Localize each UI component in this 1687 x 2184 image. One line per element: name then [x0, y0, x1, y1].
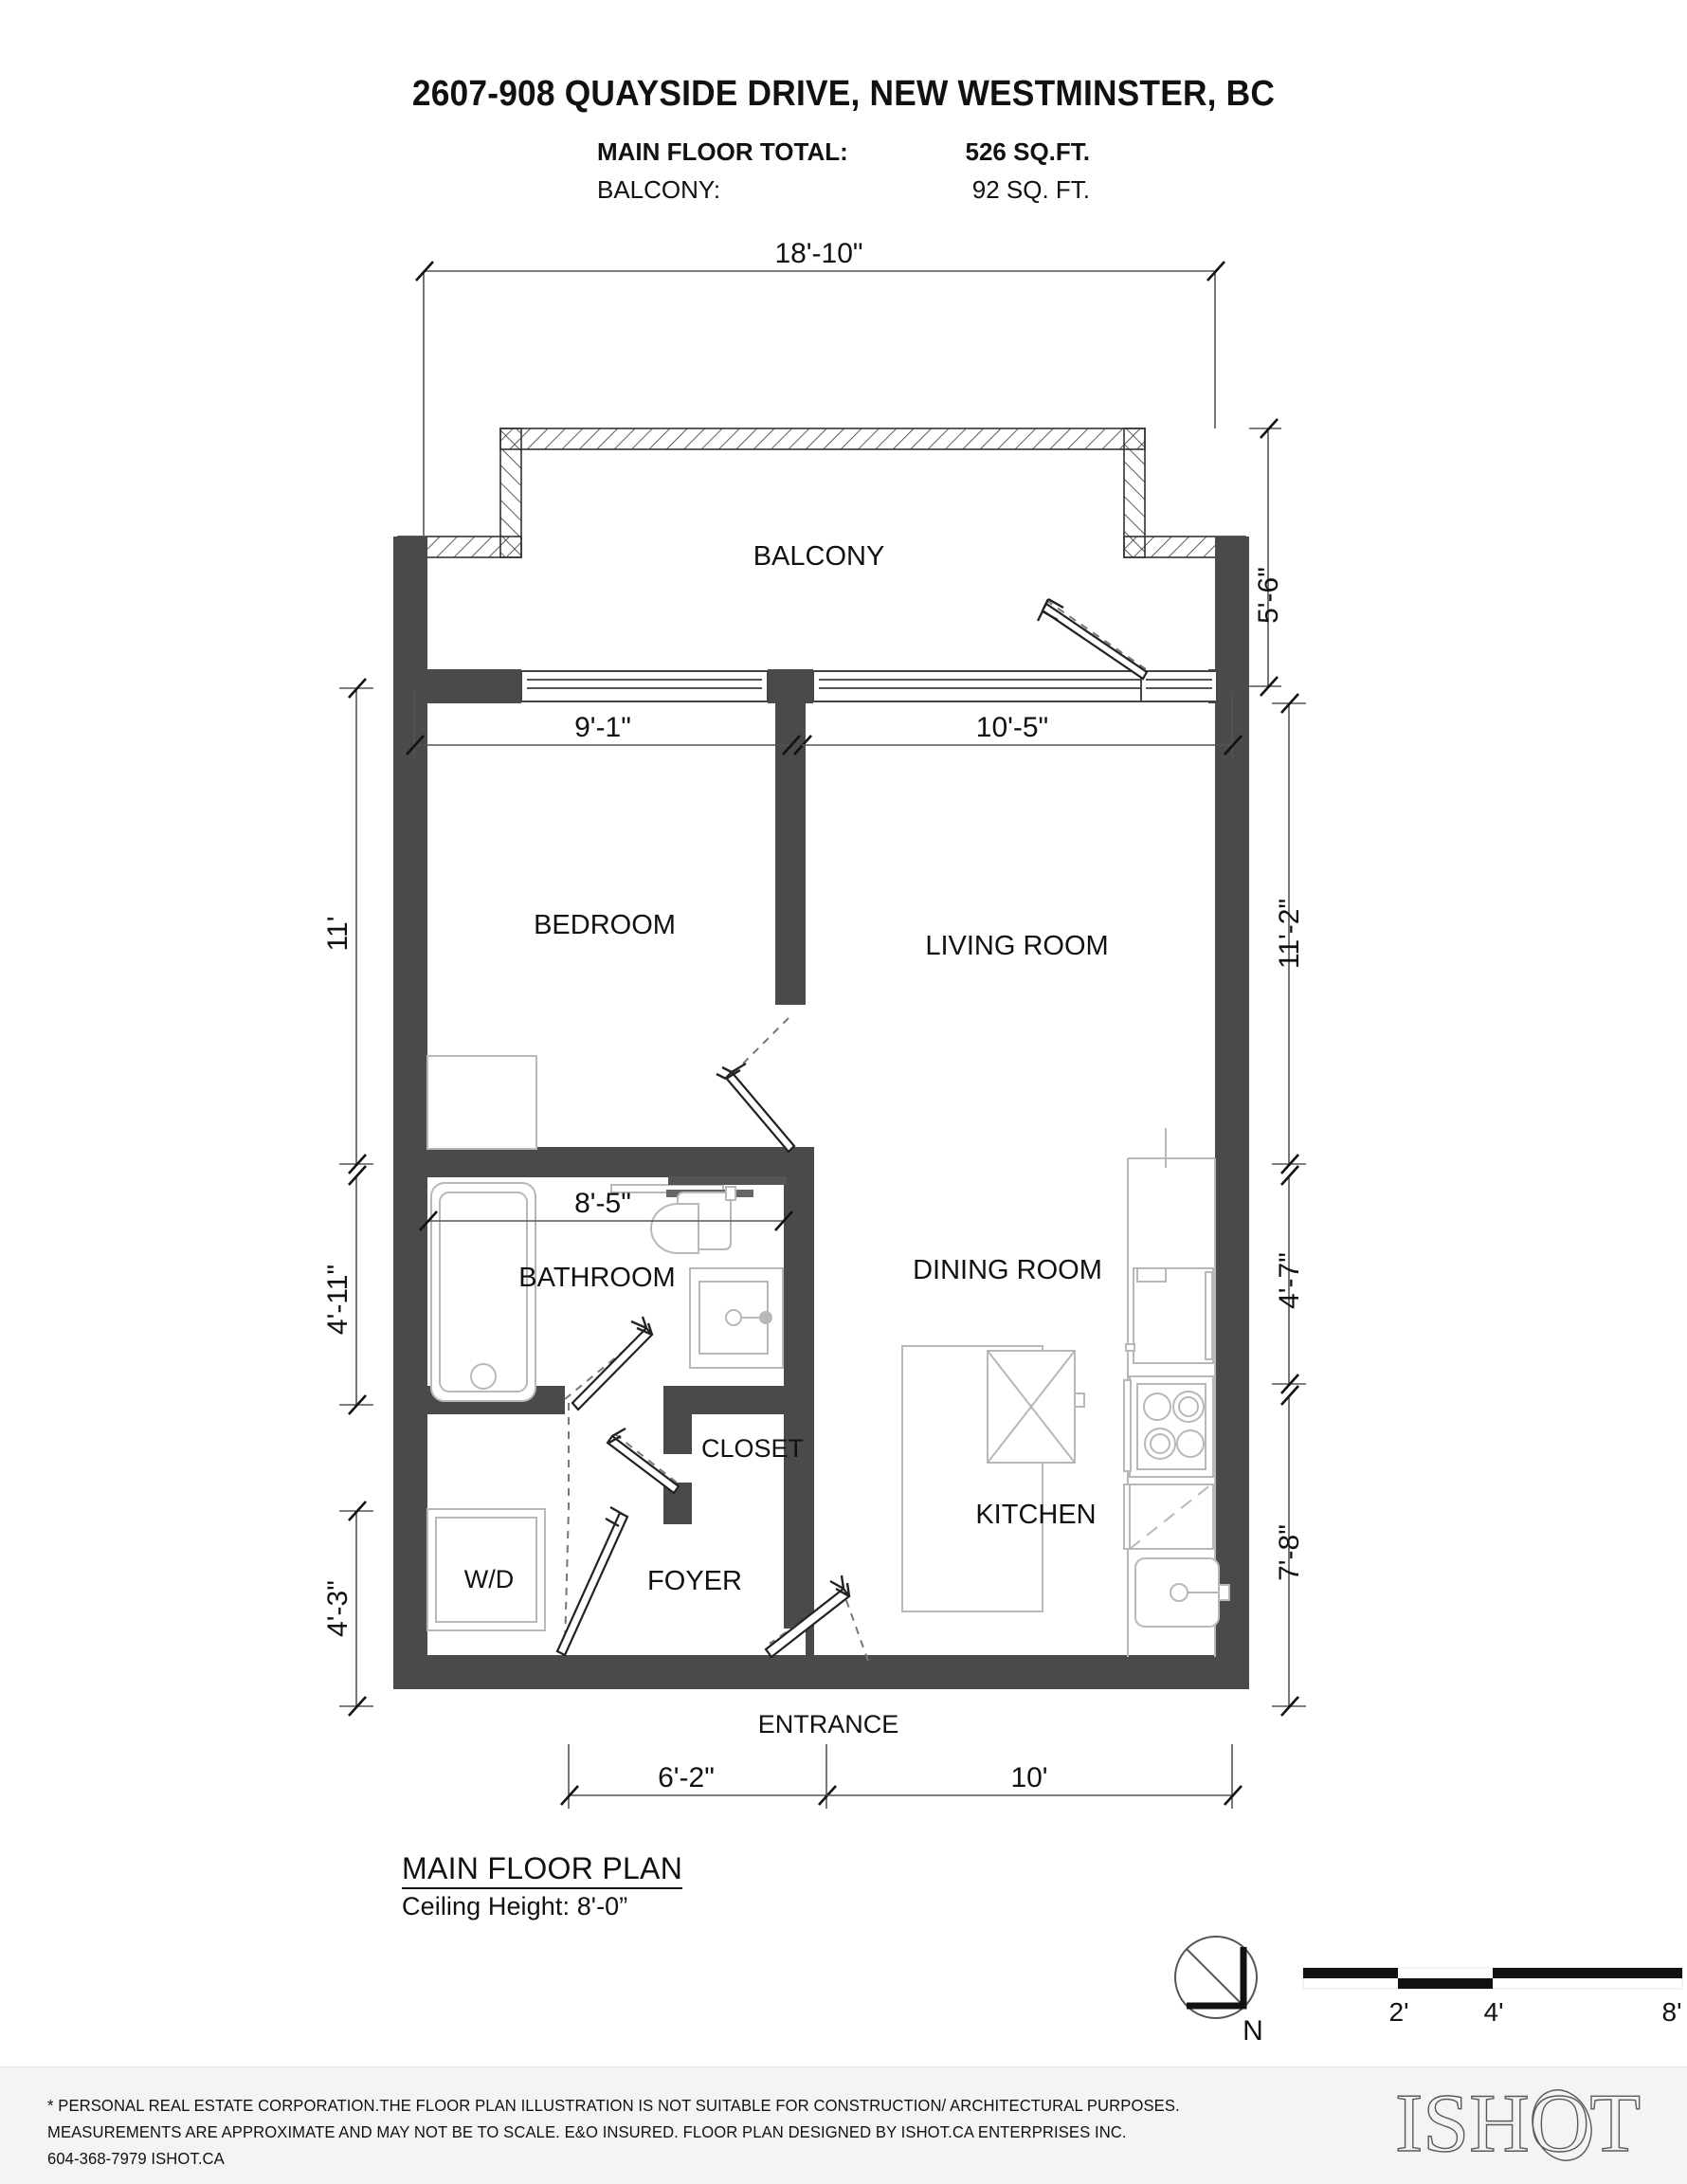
room-label-entrance: ENTRANCE — [758, 1710, 899, 1738]
bathroom-sink — [689, 1267, 784, 1369]
kitchen-island — [901, 1345, 1085, 1612]
footer-line-1: * PERSONAL REAL ESTATE CORPORATION.THE F… — [47, 2096, 1180, 2115]
footer-bar: * PERSONAL REAL ESTATE CORPORATION.THE F… — [0, 2066, 1687, 2184]
fixtures — [426, 1055, 1230, 1657]
windows — [520, 670, 1218, 702]
scale-tick-8ft: 8' — [1662, 1997, 1682, 2027]
dim-left-bedroom: 11' — [322, 917, 354, 952]
scale-bar: 2' 4' 8' — [1302, 1967, 1683, 2027]
balcony-railing — [397, 428, 1246, 558]
dim-right-dining: 4'-7" — [1274, 1252, 1305, 1309]
washer-dryer — [426, 1508, 546, 1631]
room-label-bathroom: BATHROOM — [518, 1263, 675, 1293]
foyer-door — [555, 1403, 629, 1657]
dim-right-living: 11'-2" — [1274, 899, 1305, 969]
kitchen-counter — [1123, 1128, 1230, 1657]
area-value-main-floor: 526 SQ.FT. — [965, 137, 1091, 166]
bedroom-furniture — [426, 1055, 537, 1150]
dim-left-foyer: 4'-3" — [322, 1580, 354, 1637]
area-row-main-floor: MAIN FLOOR TOTAL: 526 SQ.FT. — [0, 133, 1687, 171]
toilet — [650, 1186, 736, 1254]
room-label-balcony: BALCONY — [753, 541, 885, 572]
room-label-kitchen: KITCHEN — [975, 1500, 1096, 1530]
dim-living-width: 10'-5" — [976, 712, 1048, 743]
compass-label: N — [1243, 2015, 1263, 2047]
exterior-walls — [393, 537, 1249, 1689]
room-labels: BALCONY BEDROOM LIVING ROOM BATHROOM DIN… — [464, 541, 1109, 1738]
area-row-balcony: BALCONY: 92 SQ. FT. — [0, 171, 1687, 209]
plan-caption: MAIN FLOOR PLAN Ceiling Height: 8'-0” — [402, 1850, 683, 1922]
scale-tick-2ft: 2' — [1389, 1997, 1409, 2027]
ceiling-height: Ceiling Height: 8'-0” — [402, 1892, 628, 1920]
room-label-dining-room: DINING ROOM — [913, 1255, 1102, 1285]
dim-right-balcony: 5'-6" — [1253, 567, 1284, 624]
dim-right-kitchen: 7'-8" — [1274, 1524, 1305, 1581]
area-label-balcony: BALCONY: — [597, 175, 721, 204]
dim-bottom-left: 6'-2" — [658, 1762, 715, 1793]
area-summary: MAIN FLOOR TOTAL: 526 SQ.FT. BALCONY: 92… — [0, 133, 1687, 209]
bedroom-door — [716, 1017, 796, 1154]
area-value-balcony: 92 SQ. FT. — [971, 175, 1090, 204]
footer-line-2: MEASUREMENTS ARE APPROXIMATE AND MAY NOT… — [47, 2122, 1127, 2141]
area-label-main-floor: MAIN FLOOR TOTAL: — [597, 137, 848, 166]
dimension-lines — [339, 261, 1306, 1809]
balcony-door — [1036, 597, 1149, 681]
dim-bottom-right: 10' — [1010, 1762, 1047, 1793]
closet-door — [606, 1427, 680, 1495]
room-label-bedroom: BEDROOM — [534, 910, 676, 940]
ishot-logo: ISHOT — [1394, 2079, 1642, 2171]
dim-left-bath: 4'-11" — [322, 1265, 354, 1335]
room-label-foyer: FOYER — [647, 1566, 742, 1596]
dimension-labels: 18'-10" 9'-1" 10'-5" 8'-5" 6'-2" 10' 5'-… — [322, 238, 1305, 1793]
dim-top-overall: 18'-10" — [774, 238, 862, 269]
page-title: 2607-908 QUAYSIDE DRIVE, NEW WESTMINSTER… — [411, 74, 1276, 114]
dim-bath-width: 8'-5" — [574, 1188, 631, 1219]
entrance-door — [764, 1574, 869, 1662]
footer-disclaimer: * PERSONAL REAL ESTATE CORPORATION.THE F… — [47, 2092, 1180, 2172]
bathtub — [430, 1182, 536, 1402]
room-label-living-room: LIVING ROOM — [925, 931, 1108, 961]
compass-rose: N — [1174, 1936, 1263, 2047]
dim-bedroom-width: 9'-1" — [574, 712, 631, 743]
scale-tick-4ft: 4' — [1484, 1997, 1504, 2027]
footer-line-3: 604-368-7979 ISHOT.CA — [47, 2149, 225, 2168]
plan-name: MAIN FLOOR PLAN — [402, 1850, 683, 1889]
bathroom-door — [564, 1316, 654, 1411]
ishot-logo-text: ISHOT — [1395, 2079, 1641, 2170]
room-label-wd: W/D — [464, 1565, 514, 1593]
room-label-closet: CLOSET — [701, 1434, 804, 1463]
